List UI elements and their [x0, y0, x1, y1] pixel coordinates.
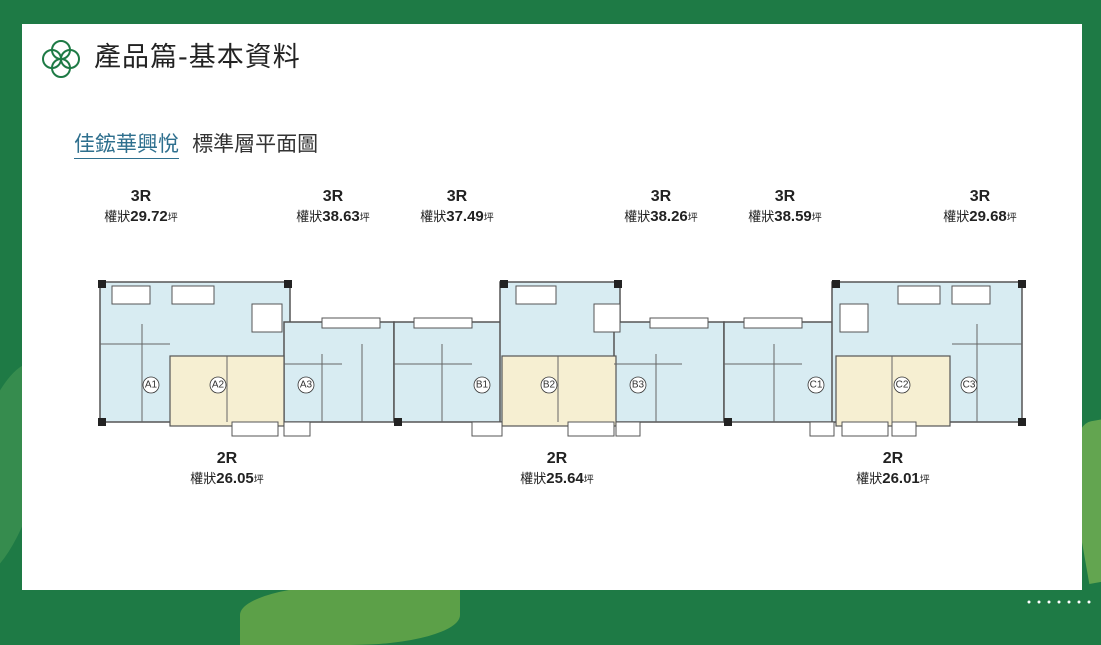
unit-type: 2R: [546, 450, 568, 467]
room-tags: A1 A2 A3 B1 B2 B3 C1 C2 C3: [142, 376, 978, 394]
unit-area: 權狀37.49坪: [420, 208, 494, 225]
plan-label: 標準層平面圖: [192, 132, 319, 156]
unit-area: 權狀38.26坪: [624, 208, 698, 225]
room-tag: A2: [212, 380, 225, 391]
unit-area: 權狀26.01坪: [856, 470, 930, 487]
unit-label-bottom: 2R 權狀26.05坪: [162, 449, 292, 491]
unit-type: 3R: [446, 188, 468, 205]
content-panel: 產品篇-基本資料 佳鋐華興悅 標準層平面圖 3R 權狀29.72坪 3R 權狀3…: [22, 24, 1082, 590]
floor-plan-subtitle: 佳鋐華興悅 標準層平面圖: [74, 128, 318, 162]
balconies: [111, 285, 991, 437]
unit-area: 權狀26.05坪: [190, 470, 264, 487]
unit-type: 3R: [130, 188, 152, 205]
room-tag: C2: [896, 380, 909, 391]
unit-label-top: 3R 權狀38.59坪: [720, 187, 850, 229]
unit-label-top: 3R 權狀37.49坪: [392, 187, 522, 229]
unit-2r-area: [169, 355, 951, 427]
dot-pattern-decoration: [1027, 600, 1091, 604]
unit-type: 2R: [882, 450, 904, 467]
unit-area: 權狀38.63坪: [296, 208, 370, 225]
unit-label-bottom: 2R 權狀26.01坪: [828, 449, 958, 491]
room-tag: C3: [963, 380, 976, 391]
room-tag: B3: [632, 380, 645, 391]
unit-area: 權狀29.72坪: [104, 208, 178, 225]
unit-label-top: 3R 權狀29.72坪: [76, 187, 206, 229]
structural-columns: [98, 280, 1026, 426]
room-tag: B2: [543, 380, 556, 391]
unit-label-top: 3R 權狀38.63坪: [268, 187, 398, 229]
interior-walls: [100, 324, 1022, 422]
unit-label-top: 3R 權狀38.26坪: [596, 187, 726, 229]
unit-area: 權狀38.59坪: [748, 208, 822, 225]
room-tag: A3: [300, 380, 313, 391]
unit-type: 3R: [650, 188, 672, 205]
unit-label-top: 3R 權狀29.68坪: [915, 187, 1045, 229]
unit-type: 3R: [322, 188, 344, 205]
unit-type: 3R: [969, 188, 991, 205]
clover-logo-icon: [42, 40, 80, 78]
unit-area: 權狀29.68坪: [943, 208, 1017, 225]
page-title: 產品篇-基本資料: [94, 42, 301, 73]
leaf-decoration-bottom: [240, 585, 460, 645]
unit-type: 2R: [216, 450, 238, 467]
unit-area: 權狀25.64坪: [520, 470, 594, 487]
room-tag: C1: [810, 380, 823, 391]
room-tag: B1: [476, 380, 489, 391]
room-tag: A1: [145, 380, 158, 391]
floor-plan-diagram: A1 A2 A3 B1 B2 B3 C1 C2 C3: [98, 280, 1026, 437]
unit-type: 3R: [774, 188, 796, 205]
unit-label-bottom: 2R 權狀25.64坪: [492, 449, 622, 491]
project-name: 佳鋐華興悅: [74, 132, 179, 159]
